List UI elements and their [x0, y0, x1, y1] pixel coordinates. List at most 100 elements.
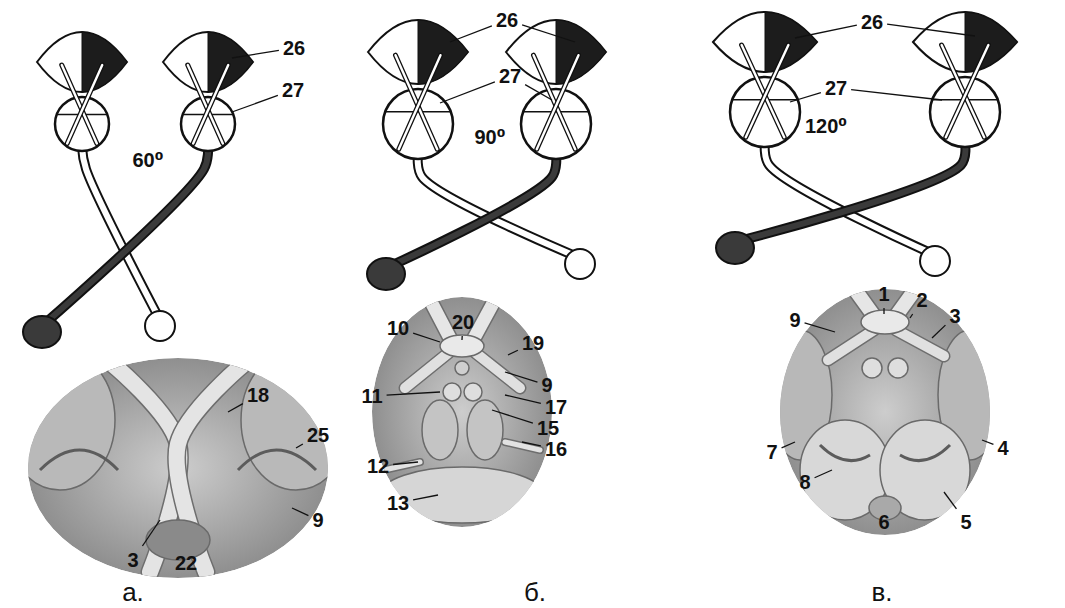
optic-fibre-band: [765, 143, 935, 255]
light-ray: [746, 45, 789, 137]
nerve-tract: [848, 280, 874, 316]
visual-field: [713, 12, 817, 72]
leader-line: [413, 333, 440, 342]
brain-base-picture: [372, 296, 552, 527]
label-anchor: 5: [960, 511, 971, 533]
light-ray: [396, 55, 438, 149]
infundibulum: [455, 361, 469, 375]
photo-ground: [372, 297, 552, 527]
nerve-tract: [428, 296, 452, 342]
eyeball: [521, 89, 591, 159]
callout-number: 16: [545, 438, 567, 460]
light-ray: [188, 65, 223, 143]
pathway-scheme: [367, 20, 606, 290]
leader-line: [492, 410, 533, 423]
visual-field: [368, 20, 468, 84]
callout-number: 3: [127, 549, 138, 571]
eyeball: [730, 77, 800, 147]
nerve-tract: [428, 296, 452, 342]
label-anchor: 9: [541, 374, 552, 396]
callout-number: 20: [452, 311, 474, 333]
light-ray: [534, 55, 576, 149]
nerve-tract: [472, 296, 497, 342]
cortex-target: [920, 246, 950, 276]
callout-number: 6: [878, 511, 889, 533]
panel-letter: б.: [524, 578, 546, 607]
nerve-tract: [828, 330, 874, 360]
label-anchor: 2: [916, 289, 927, 311]
label-anchor: 19: [522, 332, 544, 354]
light-ray: [193, 65, 228, 143]
label-anchor: 7: [766, 441, 777, 463]
optic-chiasm: [440, 335, 484, 357]
pathway-scheme: [713, 12, 1017, 276]
label-anchor: 3: [949, 305, 960, 327]
angle-label: 120⁰: [805, 115, 847, 137]
light-ray: [946, 45, 989, 137]
label-anchor: 10: [387, 317, 409, 339]
nerve-tract: [848, 280, 874, 316]
label-anchor: 120⁰: [805, 115, 847, 137]
nerve-tract: [472, 296, 497, 342]
callout-number: 27: [499, 65, 521, 87]
light-ray: [946, 45, 989, 137]
mammillary-body: [888, 358, 908, 378]
callout-number: 10: [387, 317, 409, 339]
leader-line: [883, 308, 884, 314]
light-ray: [942, 45, 985, 137]
callout-number: 19: [522, 332, 544, 354]
optic-fibre-band: [42, 147, 208, 326]
label-anchor: 26: [861, 11, 883, 33]
cortex-target: [565, 249, 595, 279]
label-anchor: 12: [367, 455, 389, 477]
pathway-scheme: [23, 32, 253, 348]
leader-line: [232, 95, 278, 112]
angle-label: 90⁰: [474, 126, 505, 148]
light-ray: [942, 45, 985, 137]
leader-line: [413, 495, 438, 500]
sulcus: [900, 445, 950, 461]
label-anchor: 26: [496, 9, 518, 31]
callout-number: 9: [312, 509, 323, 531]
leader-line: [296, 444, 303, 448]
light-ray: [188, 65, 223, 143]
light-ray: [396, 55, 438, 149]
nerve-tract: [405, 350, 452, 388]
nerve-tract: [505, 442, 540, 450]
visual-field-half: [208, 32, 253, 92]
leader-line: [887, 24, 975, 36]
light-ray: [746, 45, 789, 137]
callout-number: 12: [367, 455, 389, 477]
leader-line: [525, 85, 552, 100]
cortex-target: [367, 258, 405, 290]
callout-number: 7: [766, 441, 777, 463]
label-anchor: 9: [312, 509, 323, 531]
label-anchor: 11: [361, 385, 382, 407]
label-anchor: 60⁰: [132, 149, 163, 171]
label-anchor: 15: [537, 417, 559, 439]
callout-number: 1: [878, 283, 889, 305]
leader-line: [805, 323, 835, 332]
callout-number: 22: [175, 552, 197, 574]
cortex-target: [145, 311, 175, 341]
visual-field: [913, 12, 1017, 72]
label-anchor: 25: [307, 424, 329, 446]
brain-base-picture: [768, 280, 1002, 535]
callout-number: 13: [387, 492, 409, 514]
label-anchor: 27: [499, 65, 521, 87]
leader-line: [461, 336, 463, 340]
callout-number: 27: [282, 79, 304, 101]
light-ray: [67, 65, 102, 143]
cerebral-peduncle: [467, 400, 503, 460]
optic-fibre-band: [735, 143, 965, 242]
label-anchor: 1: [878, 283, 889, 305]
nerve-tract: [472, 350, 520, 388]
panel-letter: в.: [871, 578, 892, 607]
mammillary-body: [862, 358, 882, 378]
eyeball: [930, 77, 1000, 147]
leader-line: [393, 462, 418, 464]
cortex-target: [716, 232, 754, 264]
